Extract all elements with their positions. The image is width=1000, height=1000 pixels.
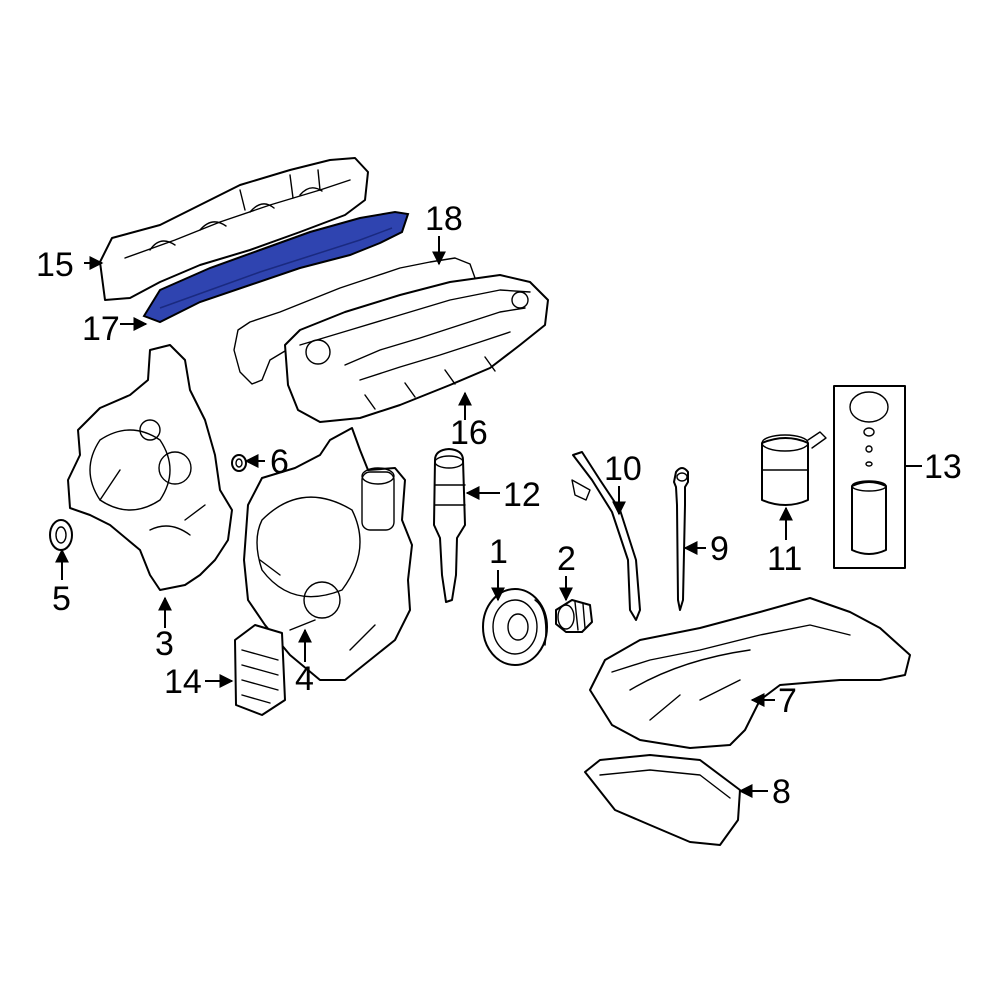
- callout-labels: 15 17 18 16 6 5 3 4 14 12 1 2 10 9 11 13…: [36, 200, 962, 811]
- callout-12: 12: [503, 476, 541, 514]
- part-15-engine-cover[interactable]: [99, 157, 369, 301]
- callout-18: 18: [425, 200, 463, 238]
- part-7-oil-pan-upper[interactable]: [589, 597, 911, 749]
- callout-4: 4: [295, 660, 314, 698]
- part-6-plug[interactable]: [231, 454, 247, 472]
- callout-11: 11: [767, 540, 802, 578]
- callout-17: 17: [82, 310, 120, 348]
- callout-3: 3: [155, 625, 174, 663]
- callout-16: 16: [450, 414, 488, 452]
- callout-7: 7: [778, 682, 797, 720]
- part-8-oil-pan-lower[interactable]: [584, 754, 741, 846]
- leader-lines: [55, 236, 922, 798]
- part-9-dipstick[interactable]: [673, 467, 689, 611]
- callout-15: 15: [36, 246, 74, 284]
- part-11-filter-housing[interactable]: [761, 431, 827, 506]
- part-3-timing-cover[interactable]: [67, 344, 233, 591]
- part-14-oil-cooler[interactable]: [234, 624, 286, 716]
- callout-8: 8: [772, 773, 791, 811]
- callout-2: 2: [557, 540, 576, 578]
- callout-5: 5: [52, 580, 71, 618]
- part-13-filter-kit[interactable]: [833, 385, 906, 569]
- part-1-pulley[interactable]: [482, 588, 548, 666]
- part-2-adapter[interactable]: [555, 599, 593, 633]
- callout-14: 14: [164, 663, 202, 701]
- part-16-cylinder-head-cover[interactable]: [284, 274, 549, 423]
- part-5-seal[interactable]: [49, 519, 73, 551]
- part-12-oil-filter-housing[interactable]: [433, 448, 466, 603]
- part-17-highlighted-gasket[interactable]: [142, 210, 410, 324]
- callout-10: 10: [604, 450, 642, 488]
- callout-6: 6: [270, 443, 289, 481]
- callout-13: 13: [924, 448, 962, 486]
- callout-1: 1: [489, 533, 508, 571]
- part-10-dipstick-tube[interactable]: [571, 451, 641, 621]
- callout-9: 9: [710, 530, 729, 568]
